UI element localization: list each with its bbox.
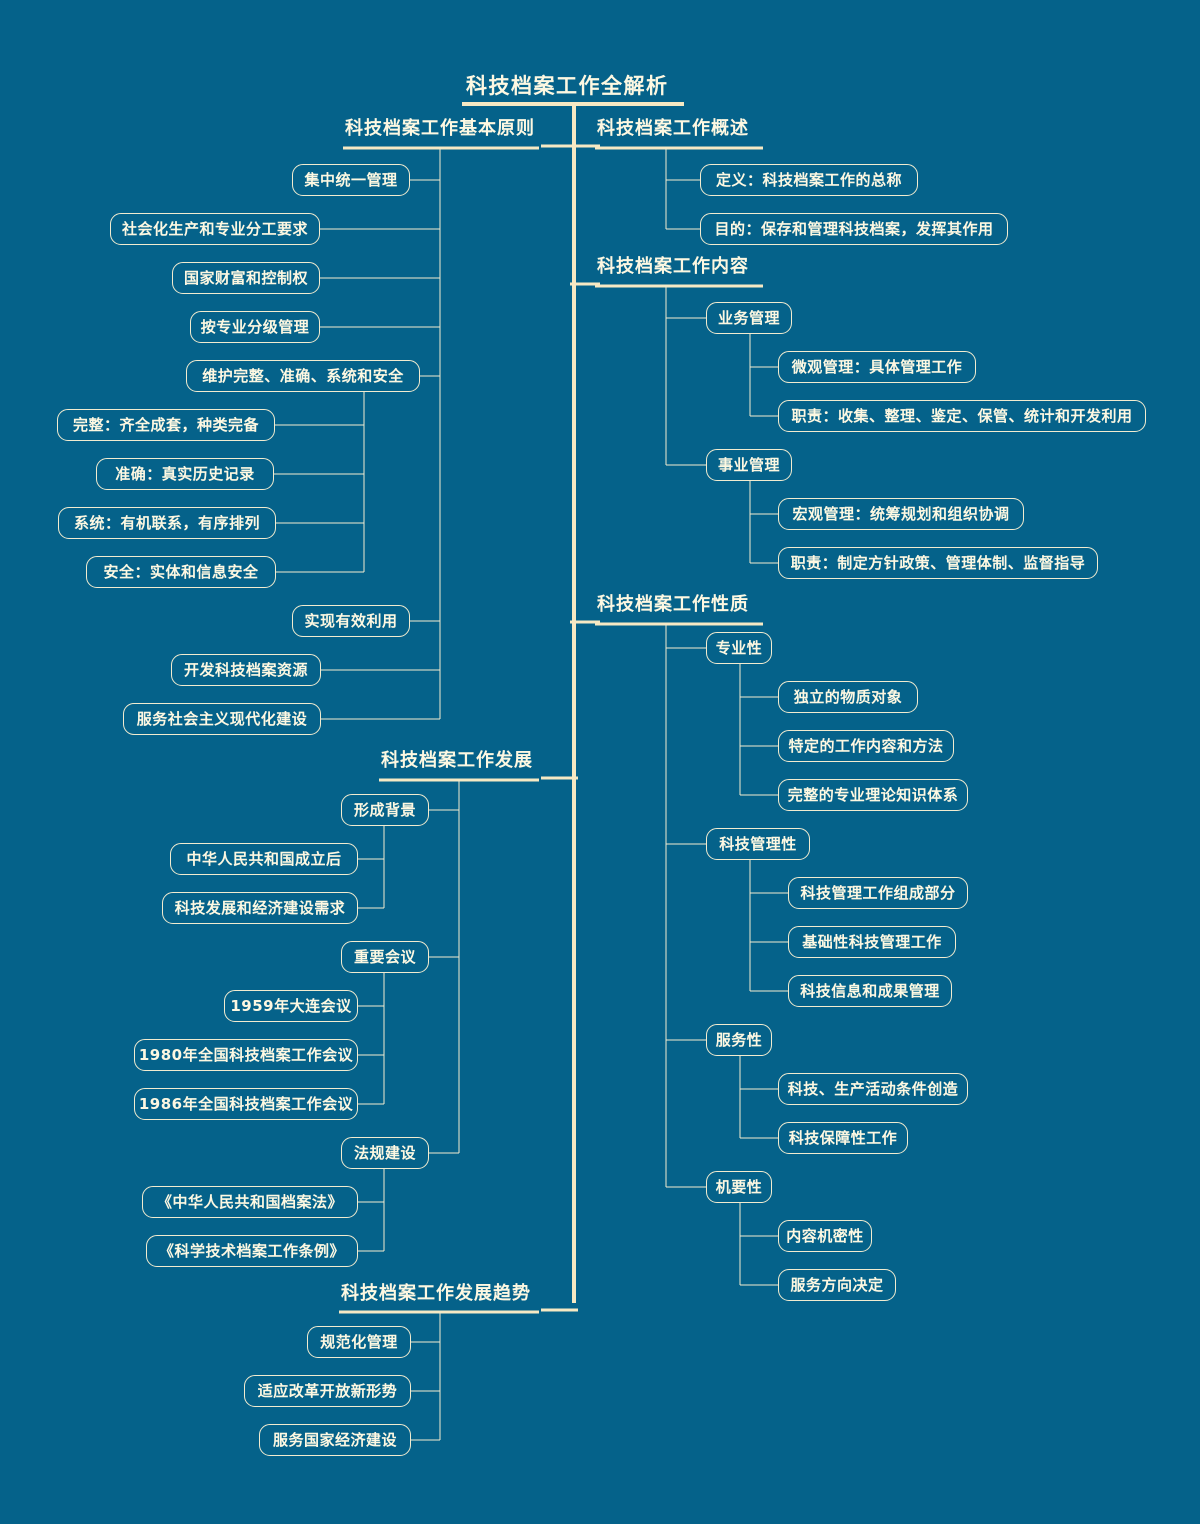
- mindmap-node[interactable]: 国家财富和控制权: [172, 262, 320, 294]
- mindmap-node[interactable]: 《科学技术档案工作条例》: [146, 1235, 358, 1267]
- mindmap-node[interactable]: 科技管理工作组成部分: [788, 877, 968, 909]
- mindmap-node[interactable]: 准确：真实历史记录: [96, 458, 274, 490]
- mindmap-node[interactable]: 宏观管理：统筹规划和组织协调: [778, 498, 1024, 530]
- mindmap-node[interactable]: 科技发展和经济建设需求: [162, 892, 358, 924]
- mindmap-node[interactable]: 科技保障性工作: [778, 1122, 908, 1154]
- mindmap-node[interactable]: 服务国家经济建设: [259, 1424, 411, 1456]
- mindmap-node[interactable]: 适应改革开放新形势: [244, 1375, 411, 1407]
- mindmap-node[interactable]: 完整的专业理论知识体系: [778, 779, 968, 811]
- mindmap-node[interactable]: 服务社会主义现代化建设: [123, 703, 321, 735]
- mindmap-node[interactable]: 基础性科技管理工作: [788, 926, 956, 958]
- mindmap-node[interactable]: 集中统一管理: [292, 164, 410, 196]
- mindmap-node[interactable]: 法规建设: [341, 1137, 429, 1169]
- branch-label-development[interactable]: 科技档案工作发展: [381, 750, 533, 771]
- branch-label-overview[interactable]: 科技档案工作概述: [597, 118, 749, 139]
- mindmap-node[interactable]: 按专业分级管理: [190, 311, 320, 343]
- mindmap-node[interactable]: 科技、生产活动条件创造: [778, 1073, 968, 1105]
- root-title: 科技档案工作全解析: [466, 74, 669, 98]
- branch-label-content[interactable]: 科技档案工作内容: [597, 256, 749, 277]
- mindmap-node[interactable]: 职责：收集、整理、鉴定、保管、统计和开发利用: [778, 400, 1146, 432]
- mindmap-node[interactable]: 社会化生产和专业分工要求: [110, 213, 320, 245]
- mindmap-node[interactable]: 特定的工作内容和方法: [778, 730, 954, 762]
- mindmap-node[interactable]: 机要性: [706, 1171, 772, 1203]
- mindmap-node[interactable]: 事业管理: [706, 449, 792, 481]
- mindmap-node[interactable]: 1980年全国科技档案工作会议: [134, 1039, 358, 1071]
- mindmap-node[interactable]: 1959年大连会议: [224, 990, 358, 1022]
- mindmap-node[interactable]: 安全：实体和信息安全: [86, 556, 276, 588]
- mindmap-node[interactable]: 维护完整、准确、系统和安全: [186, 360, 420, 392]
- mindmap-node[interactable]: 专业性: [706, 632, 772, 664]
- mindmap-node[interactable]: 《中华人民共和国档案法》: [142, 1186, 358, 1218]
- branch-label-trends[interactable]: 科技档案工作发展趋势: [341, 1283, 531, 1304]
- mindmap-node[interactable]: 独立的物质对象: [778, 681, 918, 713]
- mindmap-node[interactable]: 重要会议: [341, 941, 429, 973]
- mindmap-node[interactable]: 系统：有机联系，有序排列: [58, 507, 276, 539]
- branch-label-principles[interactable]: 科技档案工作基本原则: [345, 118, 535, 139]
- mindmap-node[interactable]: 微观管理：具体管理工作: [778, 351, 976, 383]
- mindmap-node[interactable]: 完整：齐全成套，种类完备: [57, 409, 275, 441]
- mindmap-node[interactable]: 形成背景: [341, 794, 429, 826]
- mindmap-node[interactable]: 定义：科技档案工作的总称: [700, 164, 918, 196]
- mindmap-node[interactable]: 开发科技档案资源: [171, 654, 321, 686]
- mindmap-node[interactable]: 科技管理性: [706, 828, 810, 860]
- mindmap-node[interactable]: 1986年全国科技档案工作会议: [134, 1088, 358, 1120]
- mindmap-node[interactable]: 规范化管理: [307, 1326, 411, 1358]
- mindmap-node[interactable]: 服务性: [706, 1024, 772, 1056]
- mindmap-node[interactable]: 内容机密性: [778, 1220, 872, 1252]
- mindmap-node[interactable]: 实现有效利用: [292, 605, 410, 637]
- mindmap-node[interactable]: 业务管理: [706, 302, 792, 334]
- mindmap-node[interactable]: 科技信息和成果管理: [788, 975, 952, 1007]
- mindmap-node[interactable]: 中华人民共和国成立后: [170, 843, 358, 875]
- mindmap-node[interactable]: 目的：保存和管理科技档案，发挥其作用: [700, 213, 1008, 245]
- mindmap-node[interactable]: 职责：制定方针政策、管理体制、监督指导: [778, 547, 1098, 579]
- mindmap-node[interactable]: 服务方向决定: [778, 1269, 896, 1301]
- branch-label-nature[interactable]: 科技档案工作性质: [597, 594, 749, 615]
